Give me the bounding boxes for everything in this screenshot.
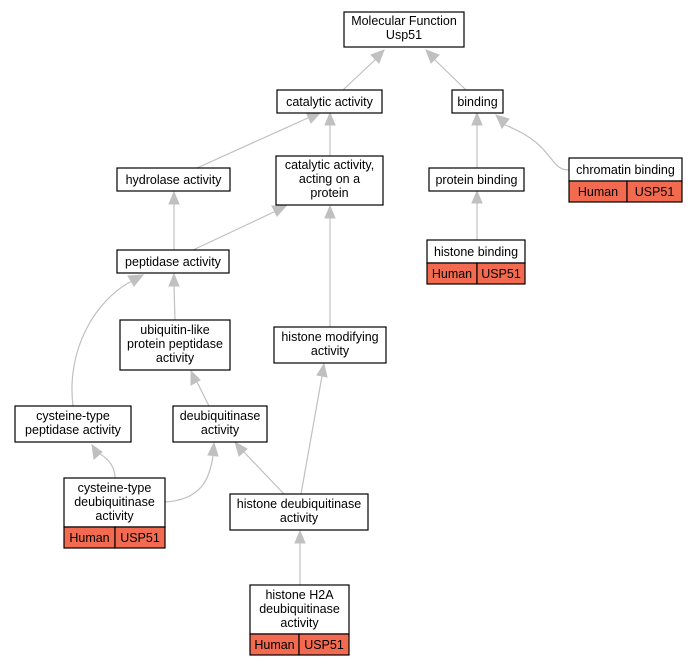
node-label: Usp51 [386,28,422,42]
node-binding[interactable]: binding [451,89,504,114]
node-deubiquitinase-activity[interactable]: deubiquitinase activity [172,405,268,443]
node-label: cysteine-type [36,409,110,423]
arrowhead-icon [168,272,180,287]
node-chromatin-binding[interactable]: chromatin binding Human USP51 [568,157,683,203]
node-protein-binding[interactable]: protein binding [428,167,525,192]
node-label: activity [280,511,319,525]
annotation-gene: USP51 [635,185,675,199]
node-label: protein binding [435,173,517,187]
node-label: histone deubiquitinase [237,497,361,511]
edge-peptidase-to-catalytic-protein [192,210,277,251]
arrowhead-icon [207,441,219,457]
node-label: activity [156,351,195,365]
node-label: peptidase activity [125,255,222,269]
annotation-gene: USP51 [120,531,160,545]
node-label: acting on a [299,172,360,186]
node-label: cysteine-type [78,481,152,495]
node-histone-binding[interactable]: histone binding Human USP51 [426,239,526,285]
annotation-gene: USP51 [481,267,521,281]
annotation-gene: USP51 [304,638,344,652]
edges [71,49,570,585]
arrowhead-icon [305,111,322,124]
edge-cysteine-deubiquitinase-to-deubiquitinase [164,454,214,503]
node-label: activity [95,509,134,523]
arrowhead-icon [425,49,440,64]
arrowhead-icon [316,362,328,378]
annotation-gene-cell [626,180,683,203]
node-label: Molecular Function [351,14,457,28]
node-label: histone binding [434,245,518,259]
arrowhead-icon [294,529,306,544]
arrowhead-icon [324,204,336,219]
node-cysteine-type-peptidase-activity[interactable]: cysteine-type peptidase activity [14,405,132,443]
node-label: catalytic activity [286,95,374,109]
node-label: hydrolase activity [126,173,223,187]
node-hydrolase-activity[interactable]: hydrolase activity [116,167,231,192]
arrowhead-icon [91,443,103,460]
node-label: protein [310,186,348,200]
annotation-species: Human [69,531,109,545]
arrowhead-icon [495,114,510,129]
edge-histone-deub-to-histone-modifying [300,375,323,495]
node-label: protein peptidase [127,337,223,351]
node-label: histone H2A [265,588,334,602]
node-catalytic-activity-acting-on-protein[interactable]: catalytic activity, acting on a protein [275,155,384,206]
annotation-gene-cell [298,633,350,656]
node-label: activity [201,423,240,437]
node-molecular-function-usp51[interactable]: Molecular Function Usp51 [343,11,465,48]
arrowhead-icon [271,205,288,217]
node-label: deubiquitinase [74,495,155,509]
annotation-gene-cell [476,262,526,285]
node-label: activity [280,616,319,630]
node-label: binding [457,95,497,109]
edge-hydrolase-to-catalytic [196,116,311,169]
node-label: activity [311,344,350,358]
edge-histone-deub-to-deubiquitinase [242,450,285,495]
edge-catalytic-to-root [342,57,378,91]
node-ubiquitin-like-protein-peptidase-activity[interactable]: ubiquitin-like protein peptidase activit… [119,319,231,371]
edge-cysteine-peptidase-to-peptidase [71,280,133,407]
node-peptidase-activity[interactable]: peptidase activity [116,249,230,274]
nodes: Molecular Function Usp51 catalytic activ… [14,11,683,656]
node-label: catalytic activity, [285,158,374,172]
node-histone-deubiquitinase-activity[interactable]: histone deubiquitinase activity [229,493,369,531]
arrowhead-icon [471,189,483,204]
node-cysteine-type-deubiquitinase-activity[interactable]: cysteine-type deubiquitinase activity Hu… [63,477,166,549]
node-label: histone modifying [281,330,378,344]
node-histone-modifying-activity[interactable]: histone modifying activity [273,326,387,364]
edge-binding-to-root [432,57,467,91]
arrowhead-icon [234,440,248,457]
arrowhead-icon [370,49,385,64]
arrowhead-icon [324,111,336,126]
arrowhead-icon [168,190,180,205]
annotation-species: Human [432,267,472,281]
node-histone-h2a-deubiquitinase-activity[interactable]: histone H2A deubiquitinase activity Huma… [249,584,350,656]
node-catalytic-activity[interactable]: catalytic activity [276,89,383,114]
node-label: deubiquitinase [180,409,261,423]
arrowhead-icon [127,274,145,287]
edge-deubiquitinase-to-ubiquitin-like [196,381,210,407]
node-label: ubiquitin-like [140,323,210,337]
arrowhead-icon [190,369,201,386]
node-label: peptidase activity [25,423,122,437]
arrowhead-icon [471,111,483,126]
edge-ubiquitin-like-to-peptidase [173,285,176,321]
edge-cysteine-deubiquitinase-to-cysteine-peptidase [99,453,116,479]
node-label: deubiquitinase [259,602,340,616]
annotation-species: Human [254,638,294,652]
node-label: chromatin binding [576,163,675,177]
annotation-species: Human [578,185,618,199]
edge-chromatin-binding-to-binding [504,124,570,171]
annotation-gene-cell [114,526,166,549]
